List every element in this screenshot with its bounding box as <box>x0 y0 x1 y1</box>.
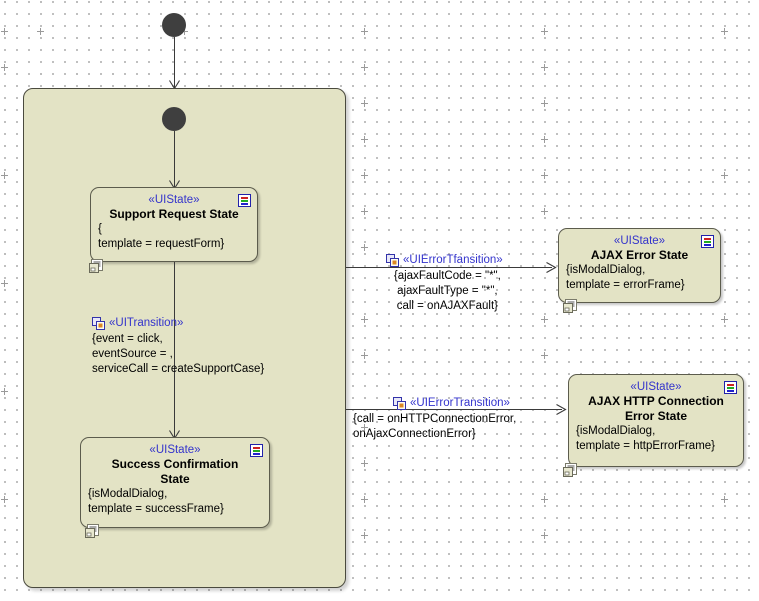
grid-cross-mark <box>1 64 8 71</box>
grid-cross-mark <box>1 388 8 395</box>
state-stereotype: «UIState» <box>148 194 200 206</box>
grid-cross-mark <box>361 28 368 35</box>
grid-cross-mark <box>361 496 368 503</box>
document-icon[interactable] <box>89 259 104 274</box>
state-properties: {isModalDialog, template = errorFrame} <box>566 264 685 291</box>
grid-cross-mark <box>541 64 548 71</box>
document-icon[interactable] <box>563 299 578 314</box>
grid-cross-mark <box>361 460 368 467</box>
transition-icon <box>386 253 399 267</box>
ui-transition-line <box>174 262 175 438</box>
grid-cross-mark <box>541 172 548 179</box>
outer-initial-node[interactable] <box>162 13 186 37</box>
view-icon[interactable] <box>701 235 714 248</box>
state-stereotype: «UIState» <box>613 235 666 247</box>
grid-cross-mark <box>541 208 548 215</box>
grid-cross-mark <box>1 28 8 35</box>
state-ajax-error-state[interactable]: «UIState» AJAX Error State {isModalDialo… <box>558 228 721 303</box>
grid-cross-mark <box>361 352 368 359</box>
grid-cross-mark <box>541 532 548 539</box>
ui-error-transition-http-arrowhead <box>556 404 567 415</box>
inner-initial-node[interactable] <box>162 107 186 131</box>
ui-transition-label[interactable]: «UITransition» {event = click, eventSour… <box>92 316 264 377</box>
grid-cross-mark <box>361 64 368 71</box>
ui-transition-stereotype: «UITransition» <box>109 317 184 329</box>
transition-icon <box>92 316 105 330</box>
grid-cross-mark <box>361 244 368 251</box>
grid-cross-mark <box>721 28 728 35</box>
ui-error-transition-ajax-line <box>346 267 552 268</box>
grid-cross-mark <box>541 496 548 503</box>
grid-cross-mark <box>721 316 728 323</box>
grid-cross-mark <box>541 28 548 35</box>
document-icon[interactable] <box>563 463 578 478</box>
grid-cross-mark <box>721 496 728 503</box>
document-icon[interactable] <box>85 524 100 539</box>
ui-error-transition-http-line <box>346 409 562 410</box>
transition-icon <box>393 396 406 410</box>
state-success-confirmation-state[interactable]: «UIState» Success Confirmation State {is… <box>80 437 270 528</box>
view-icon[interactable] <box>250 444 263 457</box>
grid-cross-mark <box>1 280 8 287</box>
state-name: AJAX Error State <box>590 248 689 262</box>
state-support-request-state[interactable]: «UIState» Support Request State { templa… <box>90 187 258 262</box>
grid-cross-mark <box>361 316 368 323</box>
state-name: Support Request State <box>109 207 239 221</box>
state-properties: { template = requestForm} <box>98 223 225 250</box>
outer-initial-transition-line <box>174 37 175 88</box>
ui-transition-properties: {event = click, eventSource = , serviceC… <box>92 333 265 375</box>
state-name: AJAX HTTP Connection Error State <box>588 394 724 423</box>
ui-transition-title: «UITransition» <box>92 316 264 330</box>
view-icon[interactable] <box>238 194 251 207</box>
inner-initial-transition-line <box>174 131 175 188</box>
ui-error-transition-ajax-title: «UIErrorTfansition» <box>386 253 503 267</box>
view-icon[interactable] <box>724 381 737 394</box>
grid-cross-mark <box>721 172 728 179</box>
grid-cross-mark <box>1 172 8 179</box>
state-properties: {isModalDialog, template = successFrame} <box>88 488 224 515</box>
state-stereotype: «UIState» <box>630 381 682 393</box>
ui-error-transition-ajax-stereotype: «UIErrorTfansition» <box>403 254 503 266</box>
grid-cross-mark <box>361 100 368 107</box>
grid-cross-mark <box>361 532 368 539</box>
state-name: Success Confirmation State <box>111 457 239 486</box>
state-properties: {isModalDialog, template = httpErrorFram… <box>576 425 716 452</box>
grid-cross-mark <box>37 28 44 35</box>
grid-cross-mark <box>541 100 548 107</box>
grid-cross-mark <box>1 496 8 503</box>
grid-cross-mark <box>541 316 548 323</box>
ui-error-transition-http-stereotype: «UIErrorTransition» <box>410 397 510 409</box>
grid-cross-mark <box>361 208 368 215</box>
grid-cross-mark <box>361 172 368 179</box>
state-stereotype: «UIState» <box>149 444 201 456</box>
ui-error-transition-ajax-label[interactable]: «UIErrorTfansition» {ajaxFaultCode = "*"… <box>386 253 503 314</box>
ui-error-transition-http-label[interactable]: «UIErrorTransition» {call = onHTTPConnec… <box>353 396 516 442</box>
grid-cross-mark <box>541 136 548 143</box>
grid-cross-mark <box>541 352 548 359</box>
ui-error-transition-http-title: «UIErrorTransition» <box>393 396 516 410</box>
grid-cross-mark <box>361 136 368 143</box>
ui-error-transition-ajax-arrowhead <box>546 262 557 273</box>
ui-error-transition-http-properties: {call = onHTTPConnectionError, onAjaxCon… <box>353 413 517 440</box>
state-ajax-http-connection-error-state[interactable]: «UIState» AJAX HTTP Connection Error Sta… <box>568 374 744 467</box>
ui-error-transition-ajax-properties: {ajaxFaultCode = "*", ajaxFaultType = "*… <box>393 270 501 312</box>
